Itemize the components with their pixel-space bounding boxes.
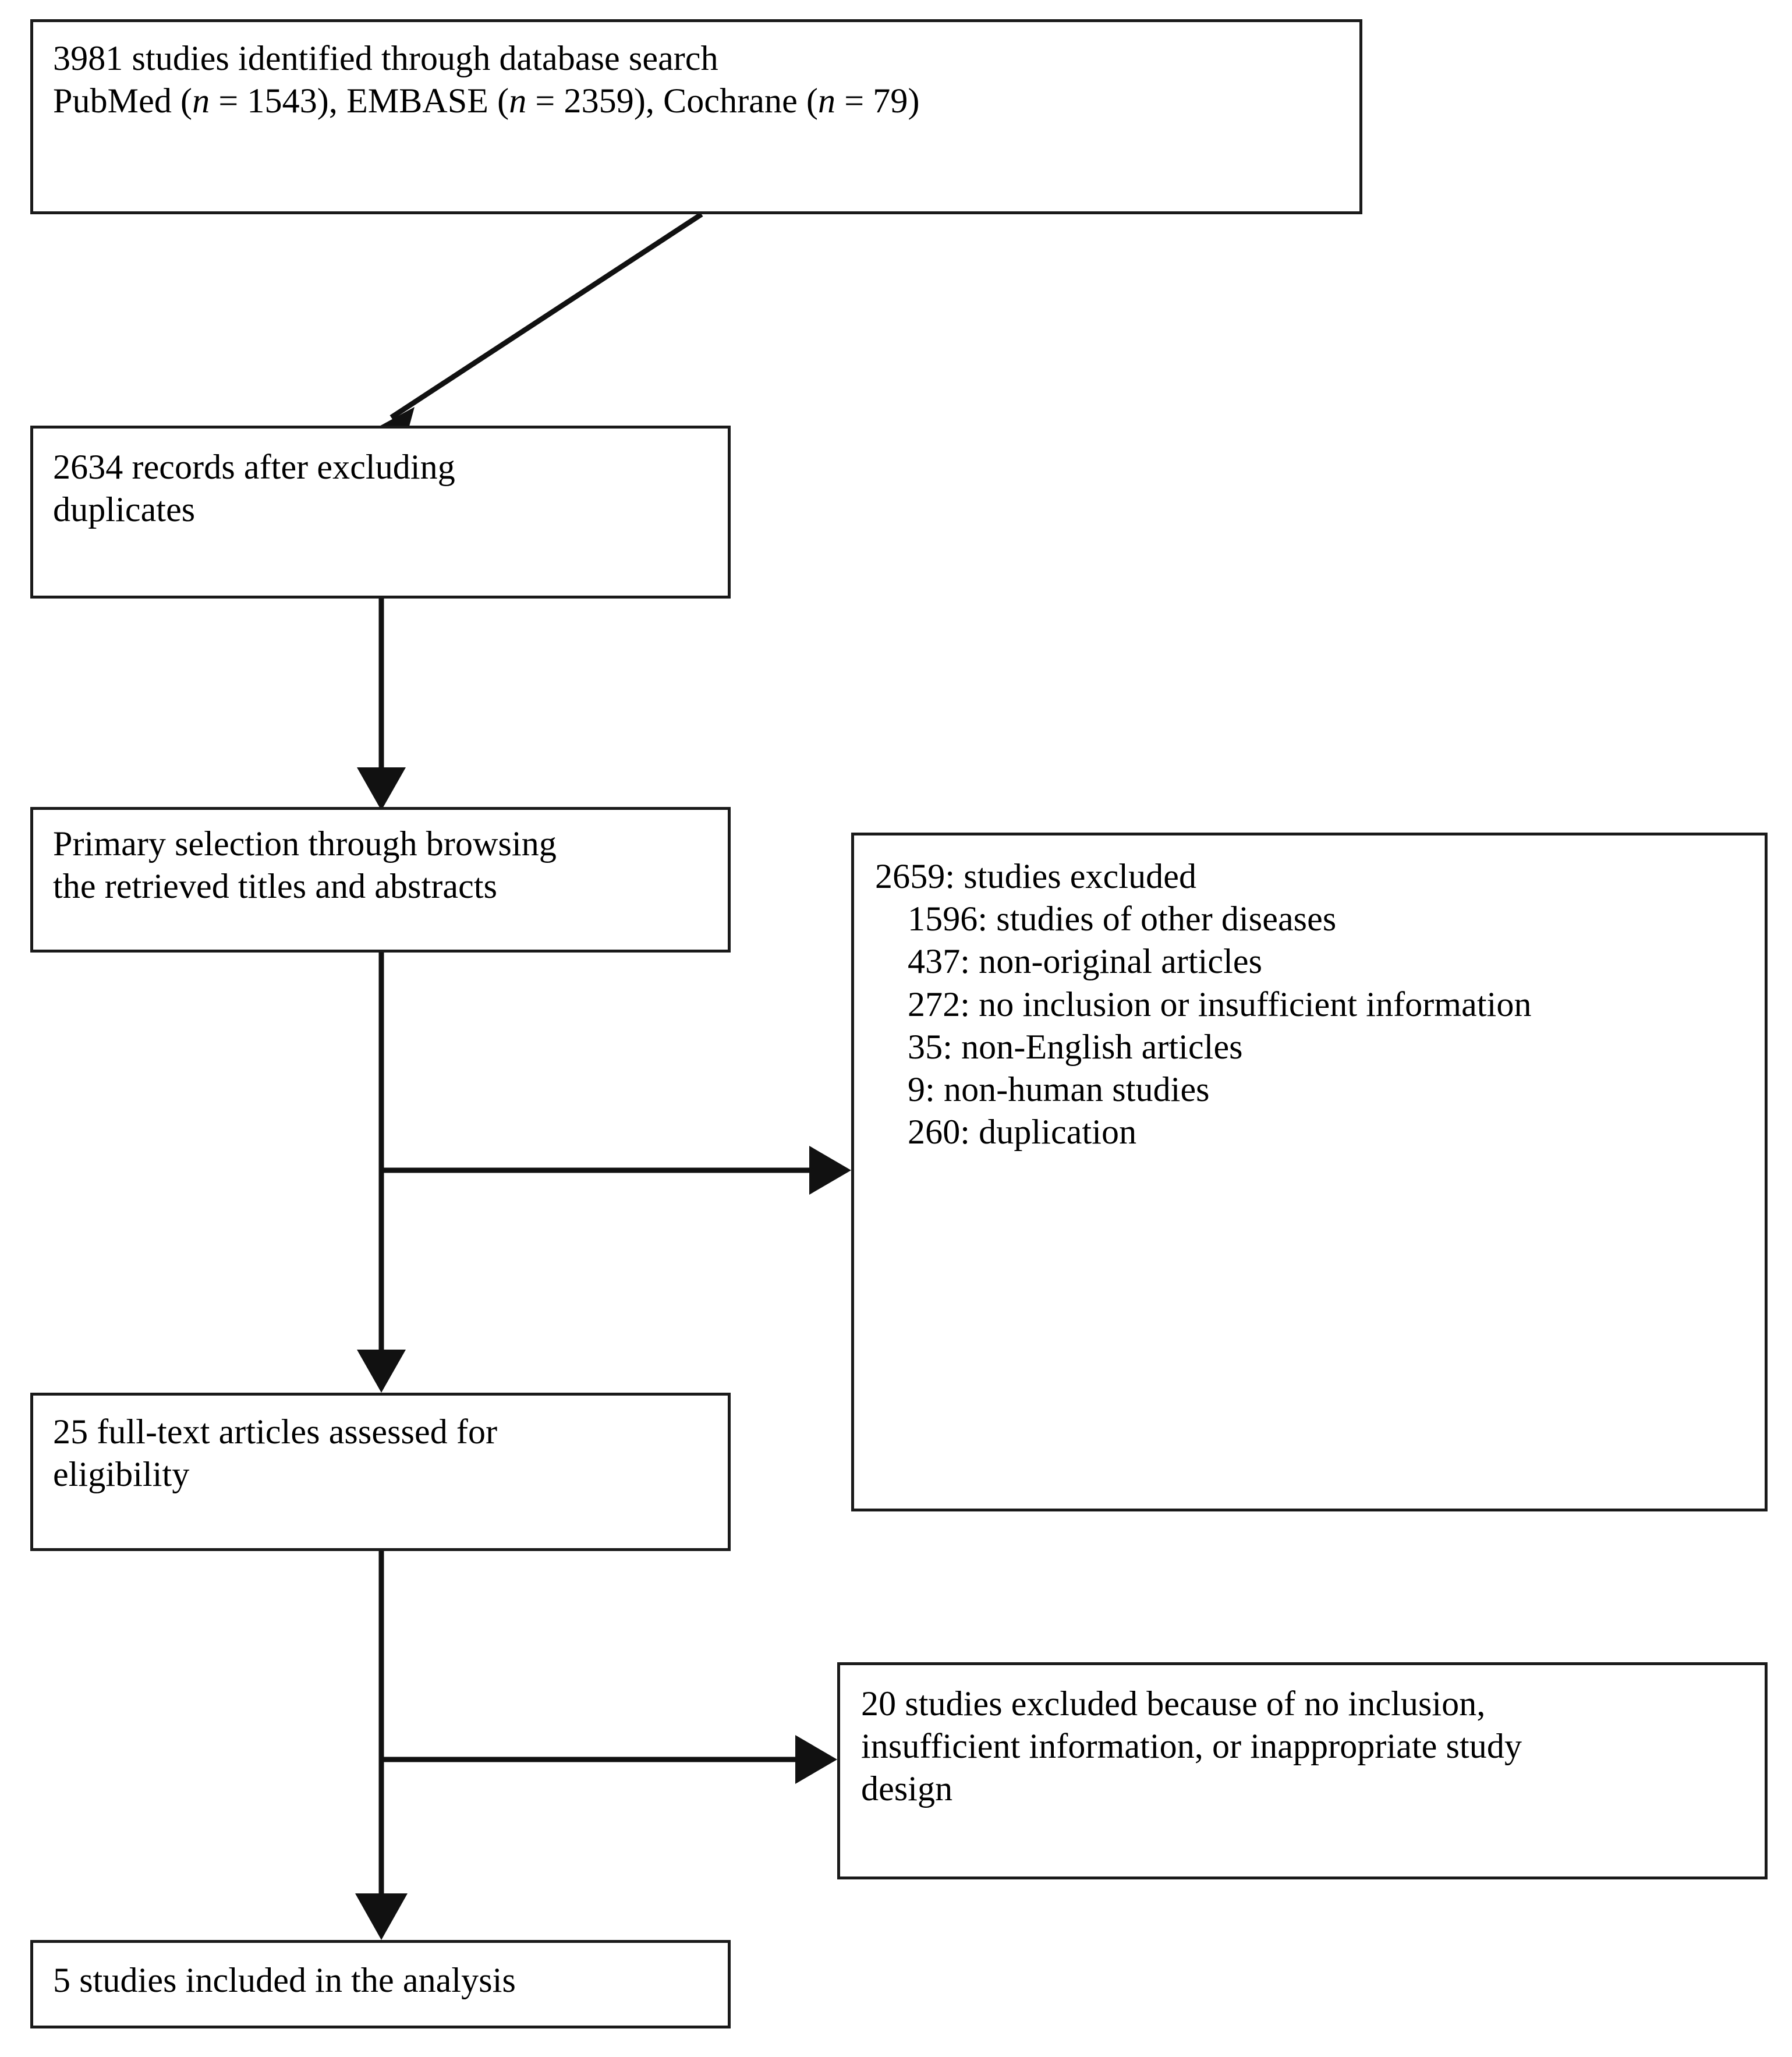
identification-line-2: PubMed (n = 1543), EMBASE (n = 2359), Co…: [53, 80, 1342, 122]
screening-excluded-box: 2659: studies excluded 1596: studies of …: [851, 833, 1768, 1511]
eligibility-excluded-line-2: insufficient information, or inappropria…: [861, 1727, 1522, 1766]
identification-n-symbol-2: n: [509, 82, 527, 121]
deduplication-line-2: duplicates: [53, 490, 196, 529]
eligibility-line-1: 25 full-text articles assessed for: [53, 1412, 498, 1451]
screening-excluded-reason: 35: non-English articles: [908, 1027, 1243, 1066]
screening-excluded-reason: 437: non-original articles: [908, 942, 1263, 981]
identification-n-symbol-3: n: [818, 82, 836, 121]
eligibility-line-2: eligibility: [53, 1455, 190, 1494]
identification-box: 3981 studies identified through database…: [30, 19, 1362, 214]
screening-line-1: Primary selection through browsing: [53, 824, 557, 863]
screening-excluded-header: 2659: studies excluded: [875, 857, 1197, 895]
identification-source-suffix: = 79): [835, 82, 920, 121]
eligibility-excluded-line-1: 20 studies excluded because of no inclus…: [861, 1684, 1486, 1723]
screening-box: Primary selection through browsing the r…: [30, 807, 731, 953]
eligibility-excluded-line-3: design: [861, 1769, 953, 1808]
deduplication-line-1: 2634 records after excluding: [53, 448, 455, 486]
identification-source-prefix: PubMed (: [53, 82, 193, 121]
included-line-1: 5 studies included in the analysis: [53, 1961, 516, 1999]
arrow-eligibility-to-included: [355, 1551, 408, 1940]
eligibility-excluded-box: 20 studies excluded because of no inclus…: [837, 1662, 1768, 1879]
arrow-identification-to-deduplication: [377, 212, 703, 433]
identification-source-mid-2: = 2359), Cochrane (: [526, 82, 819, 121]
screening-excluded-reason: 260: duplication: [908, 1113, 1137, 1152]
screening-line-2: the retrieved titles and abstracts: [53, 867, 498, 906]
arrow-deduplication-to-screening: [357, 599, 406, 810]
screening-excluded-reason: 1596: studies of other diseases: [908, 900, 1337, 939]
identification-line-1: 3981 studies identified through database…: [53, 39, 718, 77]
screening-excluded-reason: 272: no inclusion or insufficient inform…: [908, 985, 1532, 1024]
arrow-eligibility-to-eligibility-excluded: [381, 1735, 837, 1784]
identification-source-mid-1: = 1543), EMBASE (: [210, 82, 509, 121]
identification-n-symbol-1: n: [192, 82, 210, 121]
arrow-screening-to-eligibility: [357, 953, 406, 1393]
eligibility-box: 25 full-text articles assessed for eligi…: [30, 1393, 731, 1551]
included-box: 5 studies included in the analysis: [30, 1940, 731, 2028]
arrow-screening-to-screening-excluded: [381, 1146, 851, 1195]
screening-excluded-reason: 9: non-human studies: [908, 1070, 1210, 1109]
deduplication-box: 2634 records after excluding duplicates: [30, 426, 731, 599]
